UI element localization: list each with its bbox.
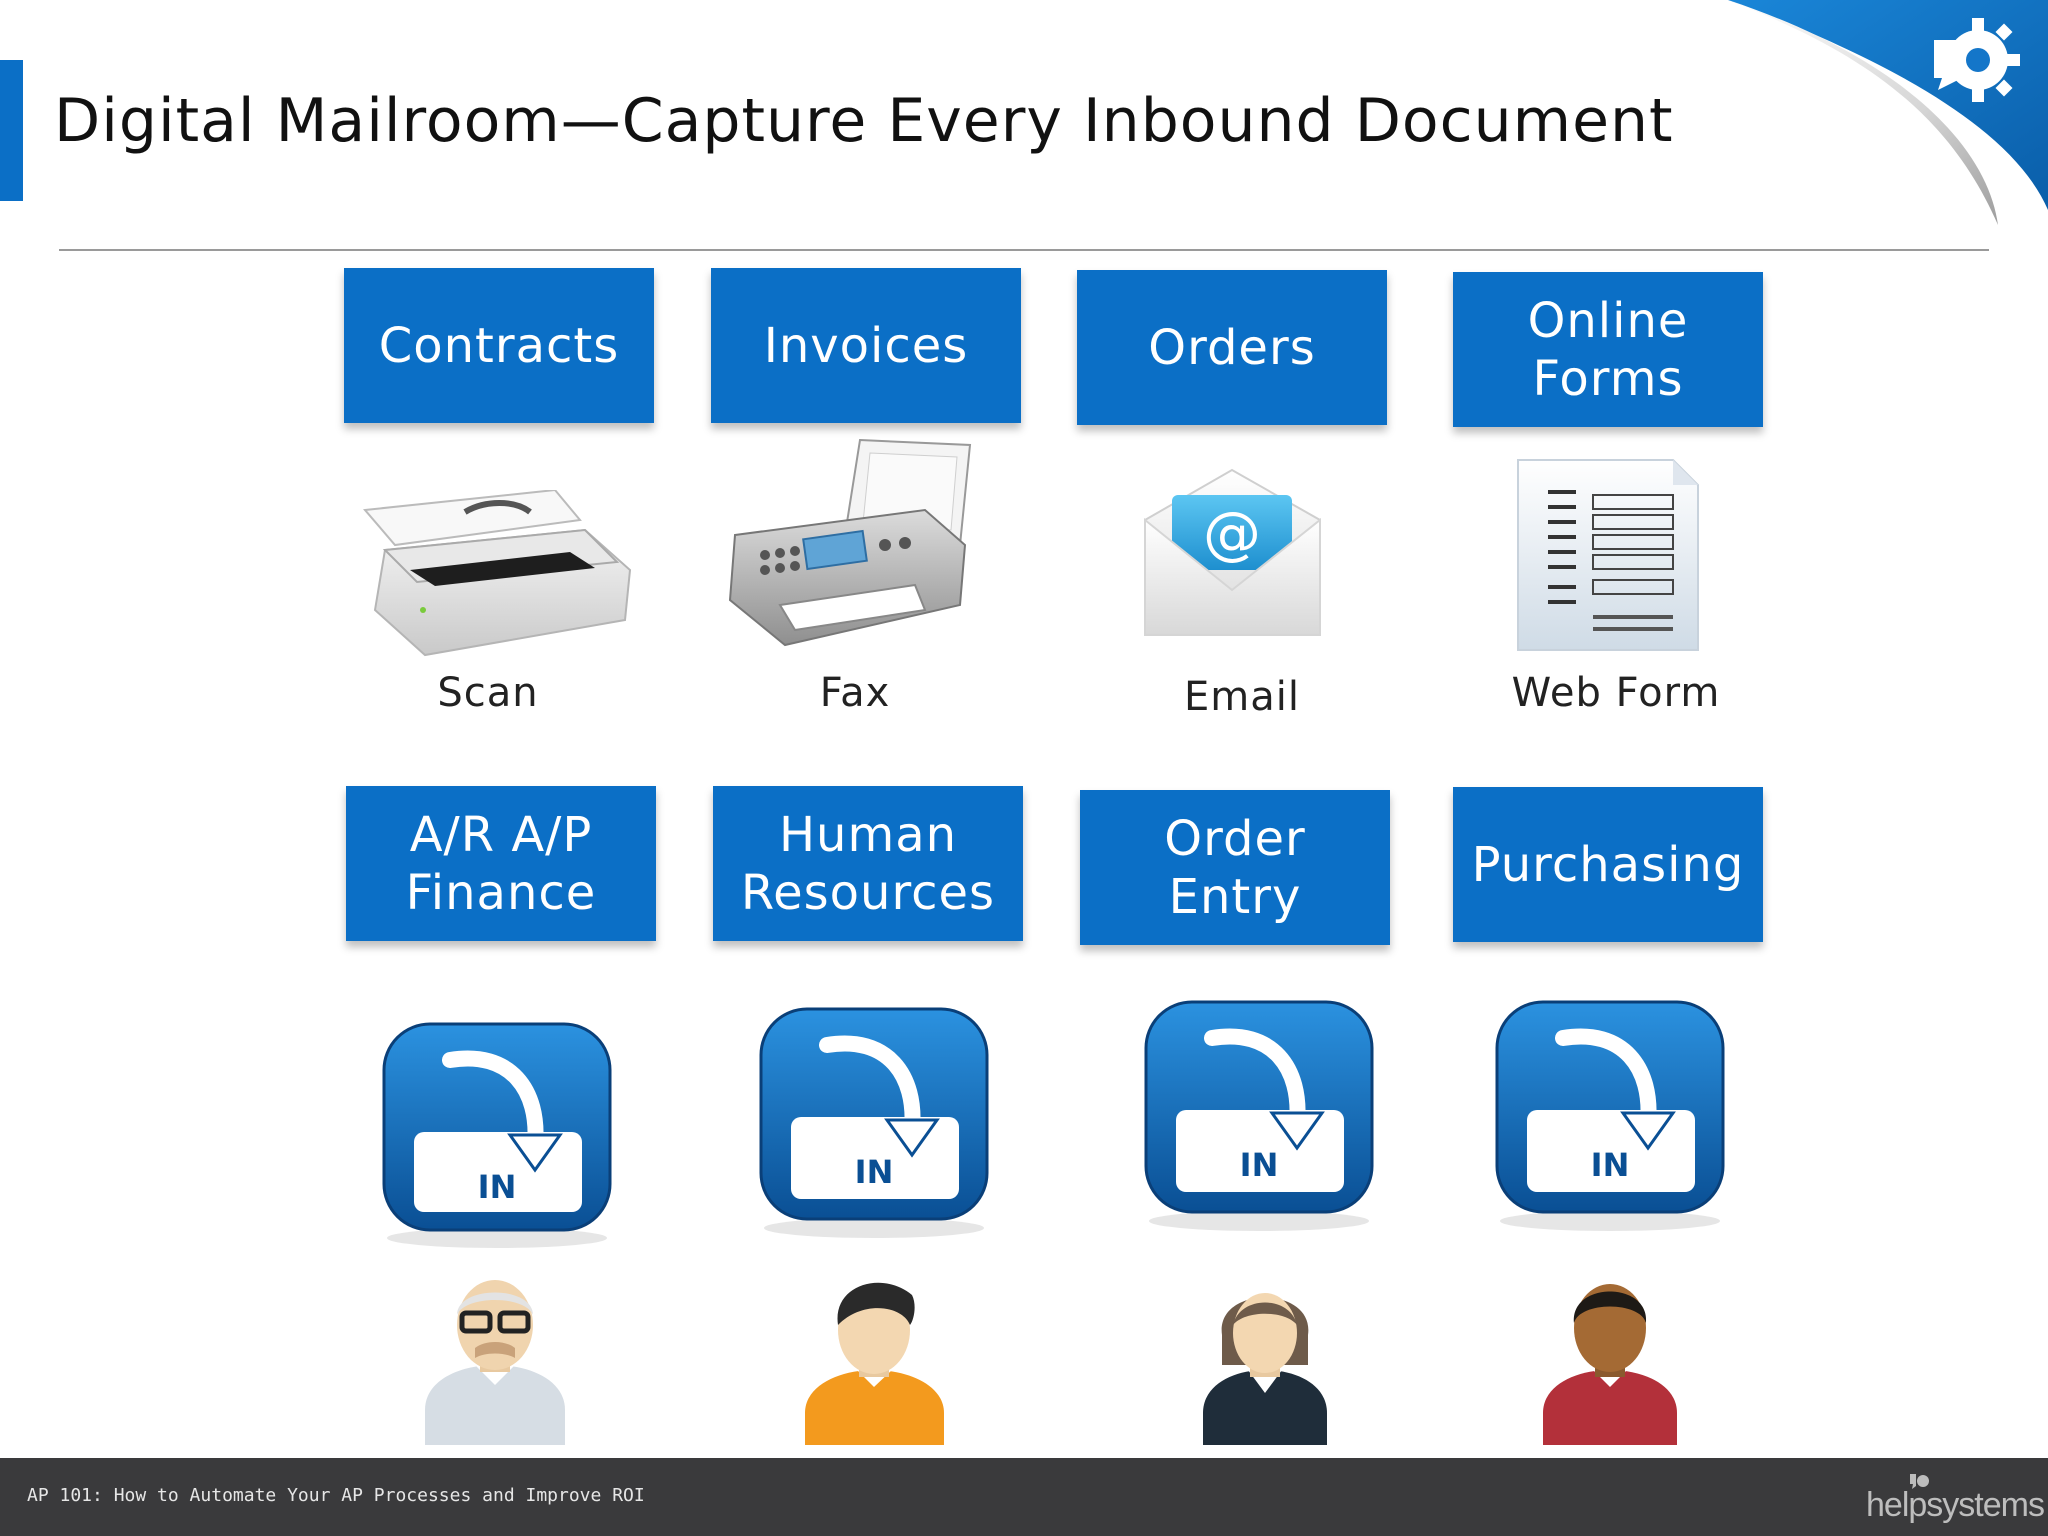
- svg-text:IN: IN: [855, 1153, 894, 1191]
- fax-machine-icon: [728, 438, 972, 647]
- doc-type-orders[interactable]: Orders: [1077, 270, 1387, 425]
- helpsystems-logo-mark-icon: [1910, 1474, 1929, 1489]
- caption-email: Email: [1184, 674, 1300, 720]
- doc-type-contracts[interactable]: Contracts: [344, 268, 654, 423]
- dept-order-entry[interactable]: Order Entry: [1080, 790, 1390, 945]
- svg-text:IN: IN: [1591, 1146, 1630, 1184]
- helpsystems-logo: helpsystems: [1866, 1486, 2045, 1524]
- svg-text:IN: IN: [1240, 1146, 1279, 1184]
- inbox-icon: IN: [1144, 1000, 1374, 1231]
- caption-web-form: Web Form: [1511, 670, 1721, 716]
- svg-text:@: @: [1203, 499, 1261, 567]
- dept-purchasing[interactable]: Purchasing: [1453, 787, 1763, 942]
- dept-ar-ap-finance[interactable]: A/R A/P Finance: [346, 786, 656, 941]
- scanner-icon: [363, 490, 632, 657]
- title-divider: [59, 249, 1989, 251]
- slide-title: Digital Mailroom—Capture Every Inbound D…: [54, 86, 1674, 156]
- footer-bar: [0, 1458, 2048, 1536]
- inbox-icon: IN: [759, 1007, 989, 1238]
- woman-avatar-icon: [1203, 1293, 1327, 1445]
- doc-type-online-forms[interactable]: Online Forms: [1453, 272, 1763, 427]
- older-man-avatar-icon: [425, 1280, 565, 1445]
- dept-human-resources[interactable]: Human Resources: [713, 786, 1023, 941]
- caption-scan: Scan: [437, 670, 539, 716]
- man-avatar-icon: [805, 1282, 944, 1445]
- footer-presentation-title: AP 101: How to Automate Your AP Processe…: [27, 1485, 645, 1506]
- svg-text:IN: IN: [478, 1168, 517, 1206]
- caption-fax: Fax: [819, 670, 891, 716]
- man-avatar-icon: [1543, 1284, 1677, 1445]
- page-curl-logo-icon: [1728, 0, 2048, 225]
- doc-type-invoices[interactable]: Invoices: [711, 268, 1021, 423]
- title-accent-bar: [0, 60, 23, 201]
- web-form-document-icon: [1517, 459, 1699, 651]
- inbox-icon: IN: [1495, 1000, 1725, 1231]
- email-envelope-icon: @: [1144, 468, 1321, 636]
- inbox-icon: IN: [382, 1022, 612, 1248]
